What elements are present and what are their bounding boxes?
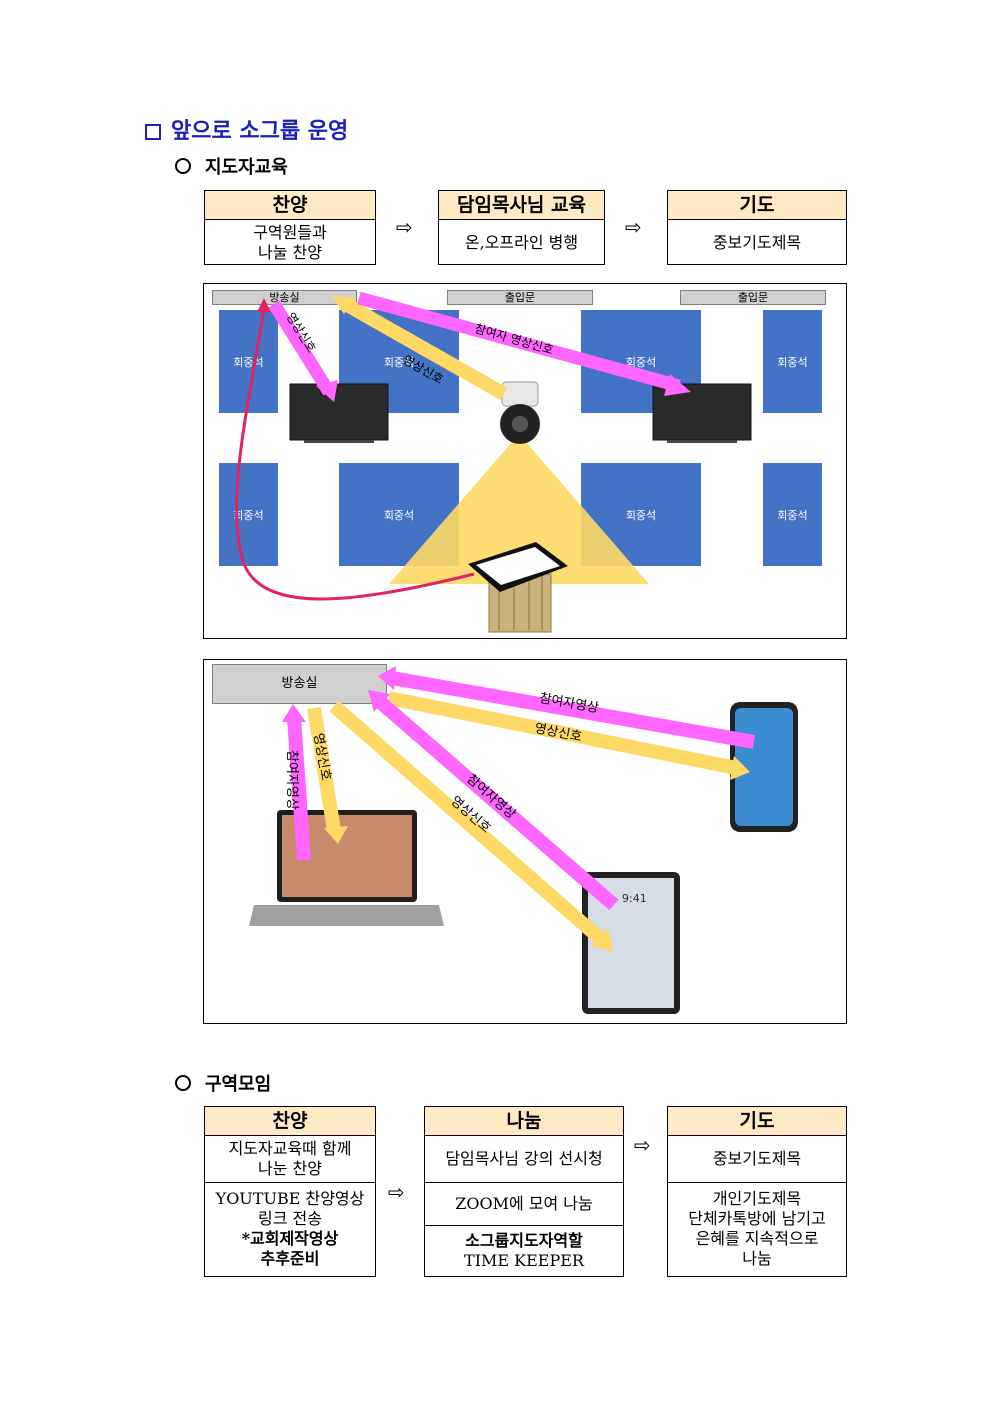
box-cell: 중보기도제목 (668, 1136, 846, 1183)
leader-box-praise: 찬양 구역원들과 나눌 찬양 (204, 190, 376, 265)
arrow-head-icon (592, 928, 614, 952)
arrow-head-icon (282, 704, 306, 722)
flow-arrow-icon: ⇨ (634, 1133, 651, 1157)
box-cell: 중보기도제목 (712, 232, 802, 252)
sanctuary-overlay: 영상신호 참여자 영상신호 영상신호 (235, 291, 752, 633)
video-signal-arrow (338, 295, 508, 401)
tablet-time: 9:41 (622, 892, 647, 905)
box-header: 기도 (668, 1107, 846, 1136)
video-signal-label: 영상신호 (533, 721, 583, 745)
participant-video-label: 참여자영상 (284, 750, 299, 810)
seat-block: 회중석 (763, 310, 822, 413)
ptz-camera-icon (500, 381, 540, 444)
online-overlay: 9:41 참여자영상 영상신호 참여자영상 영상신호 참여자영상 영상신호 (249, 666, 798, 1014)
participant-video-arrow (357, 291, 681, 393)
district-section-title: 구역모임 (175, 1070, 271, 1096)
seat-block: 회중석 (219, 463, 278, 566)
checkbox-bullet-icon (145, 124, 161, 140)
arrow-head-icon (324, 826, 348, 844)
arrow-head-icon (664, 374, 691, 396)
podium-tablet-icon (468, 542, 568, 633)
flow-arrow-icon: ⇨ (396, 215, 413, 239)
box-cell: 소그룹지도자역할 TIME KEEPER (464, 1231, 584, 1270)
leader-section-title: 지도자교육 (175, 153, 288, 179)
tv-icon (289, 383, 389, 443)
box-cell: ZOOM에 모여 나눔 (425, 1183, 623, 1226)
arrow-head-icon (316, 380, 338, 402)
district-box-praise: 찬양 지도자교육때 함께 나눈 찬양 YOUTUBE 찬양영상 링크 전송 *교… (204, 1106, 376, 1277)
cable-line (235, 307, 475, 601)
section-title: 앞으로 소그룹 운영 (145, 113, 348, 145)
box-cell: 개인기도제목 단체카톡방에 남기고 은혜를 지속적으로 나눔 (688, 1189, 826, 1268)
box-cell: 온,오프라인 병행 (464, 232, 579, 252)
box-header: 기도 (668, 191, 846, 220)
box-header: 찬양 (205, 1107, 375, 1136)
video-to-tv-arrow (268, 300, 335, 396)
arrow-head-icon (332, 296, 356, 314)
box-cell: 구역원들과 나눌 찬양 (253, 222, 327, 262)
circle-bullet-icon (175, 158, 191, 174)
box-cell: 담임목사님 강의 선시청 (425, 1136, 623, 1183)
leader-box-prayer: 기도 중보기도제목 (667, 190, 847, 265)
box-cell: YOUTUBE 찬양영상 링크 전송 *교회제작영상 추후준비 (215, 1189, 365, 1268)
arrow-head-icon (257, 298, 271, 312)
box-header: 담임목사님 교육 (439, 191, 604, 220)
tablet-participant-arrow (373, 694, 619, 911)
arrow-head-icon (730, 756, 750, 780)
circle-bullet-icon (175, 1075, 191, 1091)
laptop-participant-arrow (287, 717, 311, 861)
district-box-prayer: 기도 중보기도제목 개인기도제목 단체카톡방에 남기고 은혜를 지속적으로 나눔 (667, 1106, 847, 1277)
camera-view-cone (389, 434, 649, 584)
entrance-label: 출입문 (447, 290, 593, 305)
phone-video-arrow (387, 691, 738, 775)
broadcast-room-label: 방송실 (212, 290, 357, 305)
leader-box-education: 담임목사님 교육 온,오프라인 병행 (438, 190, 605, 265)
laptop-video-arrow (307, 706, 341, 832)
arrow-head-icon (368, 690, 390, 712)
district-box-sharing: 나눔 담임목사님 강의 선시청 ZOOM에 모여 나눔 소그룹지도자역할 TIM… (424, 1106, 624, 1277)
online-diagram: 방송실 9:41 참여자영상 영상신호 (203, 659, 847, 1024)
broadcast-room-label: 방송실 (212, 664, 387, 704)
flow-arrow-icon: ⇨ (388, 1180, 405, 1204)
seat-block: 회중석 (763, 463, 822, 566)
box-header: 나눔 (425, 1107, 623, 1136)
box-cell: 지도자교육때 함께 나눈 찬양 (205, 1136, 375, 1183)
arrow-head-icon (378, 666, 396, 690)
box-header: 찬양 (205, 191, 375, 220)
entrance-label: 출입문 (680, 290, 826, 305)
tablet-video-arrow (329, 700, 609, 948)
phone-participant-arrow (390, 671, 756, 749)
flow-arrow-icon: ⇨ (625, 215, 642, 239)
video-signal-label: 영상신호 (310, 732, 333, 782)
sanctuary-diagram: 방송실 출입문 출입문 회중석 회중석 회중석 회중석 회중석 회중석 회중석 … (203, 283, 847, 639)
